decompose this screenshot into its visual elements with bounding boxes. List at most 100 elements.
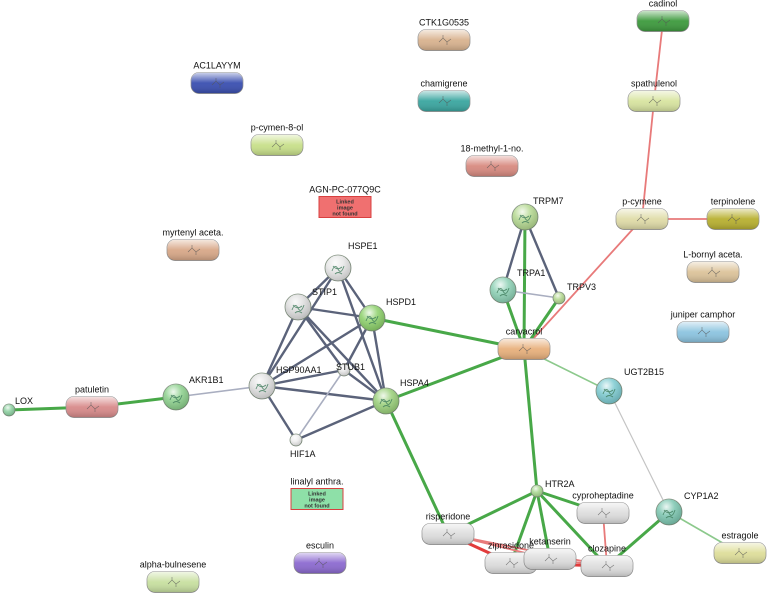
edge-htr2a-clozapine[interactable]	[535, 489, 609, 568]
node-pcymen8ol[interactable]: p-cymen-8-ol	[250, 123, 304, 156]
protein-structure-icon	[496, 287, 510, 297]
edge-stip1-hsp90aa1[interactable]	[260, 305, 300, 388]
node-label: STUB1	[336, 362, 365, 372]
node-pcymene[interactable]: p-cymene	[615, 197, 669, 230]
node-myrtenyl[interactable]: myrtenyl aceta.	[162, 228, 224, 261]
node-label: AGN-PC-077Q9C	[309, 185, 381, 195]
node-stub1[interactable]: STUB1	[336, 362, 365, 377]
missing-image-box	[318, 196, 372, 218]
node-spathulenol[interactable]: spathulenol	[627, 79, 681, 112]
node-estragole[interactable]: estragole	[713, 531, 767, 564]
molecule-icon	[636, 214, 650, 224]
node-cyp1a2[interactable]: CYP1A2	[655, 491, 719, 526]
pill-gloss	[714, 542, 766, 564]
molecule-icon	[442, 529, 456, 539]
node-stip1[interactable]: STIP1	[284, 287, 337, 321]
molecule-icon	[707, 267, 721, 277]
molecule-icon	[187, 245, 201, 255]
node-hspe1[interactable]: HSPE1	[324, 241, 378, 282]
node-terpinolene[interactable]: terpinolene	[706, 197, 760, 230]
node-lbornyl[interactable]: L-bornyl aceta.	[683, 250, 743, 283]
edge-stip1-hspa4[interactable]	[296, 305, 388, 403]
node-label: CYP1A2	[684, 491, 719, 501]
node-label: estragole	[721, 531, 758, 541]
node-ketanserin[interactable]: ketanserin	[523, 537, 577, 570]
molecule-icon	[601, 561, 615, 571]
node-label: TRPV3	[567, 282, 596, 292]
pill-gloss	[466, 155, 518, 177]
ball-gloss	[338, 364, 350, 376]
ball-gloss	[285, 294, 311, 320]
edge-ugt2b15-cyp1a2[interactable]	[608, 390, 670, 513]
node-carvacrol[interactable]: carvacrol	[497, 327, 551, 360]
node-chamigrene[interactable]: chamigrene	[417, 79, 471, 112]
edge-pcymene-carvacrol[interactable]	[523, 218, 643, 350]
edge-stub1-hif1a[interactable]	[295, 369, 345, 441]
edge-hspd1-hsp90aa1[interactable]	[260, 316, 374, 388]
node-risperidone[interactable]: risperidone	[421, 512, 475, 545]
node-label: chamigrene	[420, 79, 467, 89]
edge-hspa4-hif1a[interactable]	[294, 399, 388, 442]
node-hsp90aa1[interactable]: HSP90AA1	[248, 365, 322, 400]
node-ugt2b15[interactable]: UGT2B15	[595, 367, 664, 405]
node-junipercamphor[interactable]: juniper camphor	[670, 310, 736, 343]
node-ac1layym[interactable]: AC1LAYYM	[190, 61, 244, 94]
edge-akr1b1-hsp90aa1[interactable]	[175, 385, 263, 398]
ball-gloss	[163, 384, 189, 410]
molecule-icon	[697, 327, 711, 337]
edge-cadinol-spathulenol[interactable]	[653, 20, 664, 102]
edge-hsp90aa1-hspa4[interactable]	[260, 384, 388, 403]
node-esculin[interactable]: esculin	[293, 541, 347, 574]
protein-structure-icon	[169, 394, 183, 404]
molecule-icon	[438, 35, 452, 45]
node-label: TRPM7	[533, 196, 564, 206]
node-label: HIF1A	[290, 449, 316, 459]
node-akr1b1[interactable]: AKR1B1	[162, 375, 224, 411]
edge-hspd1-hspa4[interactable]	[370, 316, 388, 403]
node-trpv3[interactable]: TRPV3	[552, 282, 596, 305]
node-hspa4[interactable]: HSPA4	[372, 378, 429, 415]
node-label: clozapine	[588, 544, 626, 554]
node-cyproheptadine[interactable]: cyproheptadine	[572, 491, 634, 524]
edge-hspa4-risperidone[interactable]	[384, 399, 450, 536]
node-label: carvacrol	[506, 327, 543, 337]
molecule-icon	[727, 214, 741, 224]
ball-gloss	[373, 388, 399, 414]
node-clozapine[interactable]: clozapine	[580, 544, 634, 577]
pill-gloss	[581, 555, 633, 577]
edge-carvacrol-htr2a[interactable]	[522, 347, 539, 493]
edge-hspe1-hsp90aa1[interactable]	[260, 266, 340, 388]
node-label: linalyl anthra.	[290, 477, 343, 487]
ball-gloss	[290, 434, 302, 446]
protein-structure-icon	[291, 304, 305, 314]
node-patuletin[interactable]: patuletin	[65, 385, 119, 418]
node-alphabulnesene[interactable]: alpha-bulnesene	[140, 560, 207, 593]
edge-trpm7-carvacrol[interactable]	[522, 215, 527, 351]
node-trpm7[interactable]: TRPM7	[511, 196, 564, 231]
edge-trpm7-trpv3[interactable]	[523, 215, 561, 300]
node-trpa1[interactable]: TRPA1	[489, 268, 545, 304]
node-label: LOX	[15, 396, 33, 406]
node-label: HTR2A	[545, 479, 575, 489]
ball-gloss	[656, 499, 682, 525]
node-hspd1[interactable]: HSPD1	[358, 297, 416, 332]
node-cadinol[interactable]: cadinol	[636, 0, 690, 32]
edge-spathulenol-pcymene[interactable]	[641, 100, 655, 220]
node-hif1a[interactable]: HIF1A	[289, 433, 316, 459]
edge-hsp90aa1-stub1[interactable]	[260, 368, 346, 388]
node-methyl18[interactable]: 18-methyl-1-no.	[460, 144, 524, 177]
protein-structure-icon	[331, 265, 345, 275]
node-lox[interactable]: LOX	[2, 396, 33, 417]
pill-gloss	[616, 208, 668, 230]
molecule-icon	[486, 161, 500, 171]
molecule-icon	[86, 402, 100, 412]
edge-htr2a-ketanserin[interactable]	[535, 489, 552, 561]
node-ctk1g0535[interactable]: CTK1G0535	[417, 18, 471, 51]
missing-image-text: not found	[304, 504, 329, 510]
node-label: spathulenol	[631, 79, 677, 89]
node-htr2a[interactable]: HTR2A	[530, 479, 575, 498]
node-label: HSPA4	[400, 378, 429, 388]
